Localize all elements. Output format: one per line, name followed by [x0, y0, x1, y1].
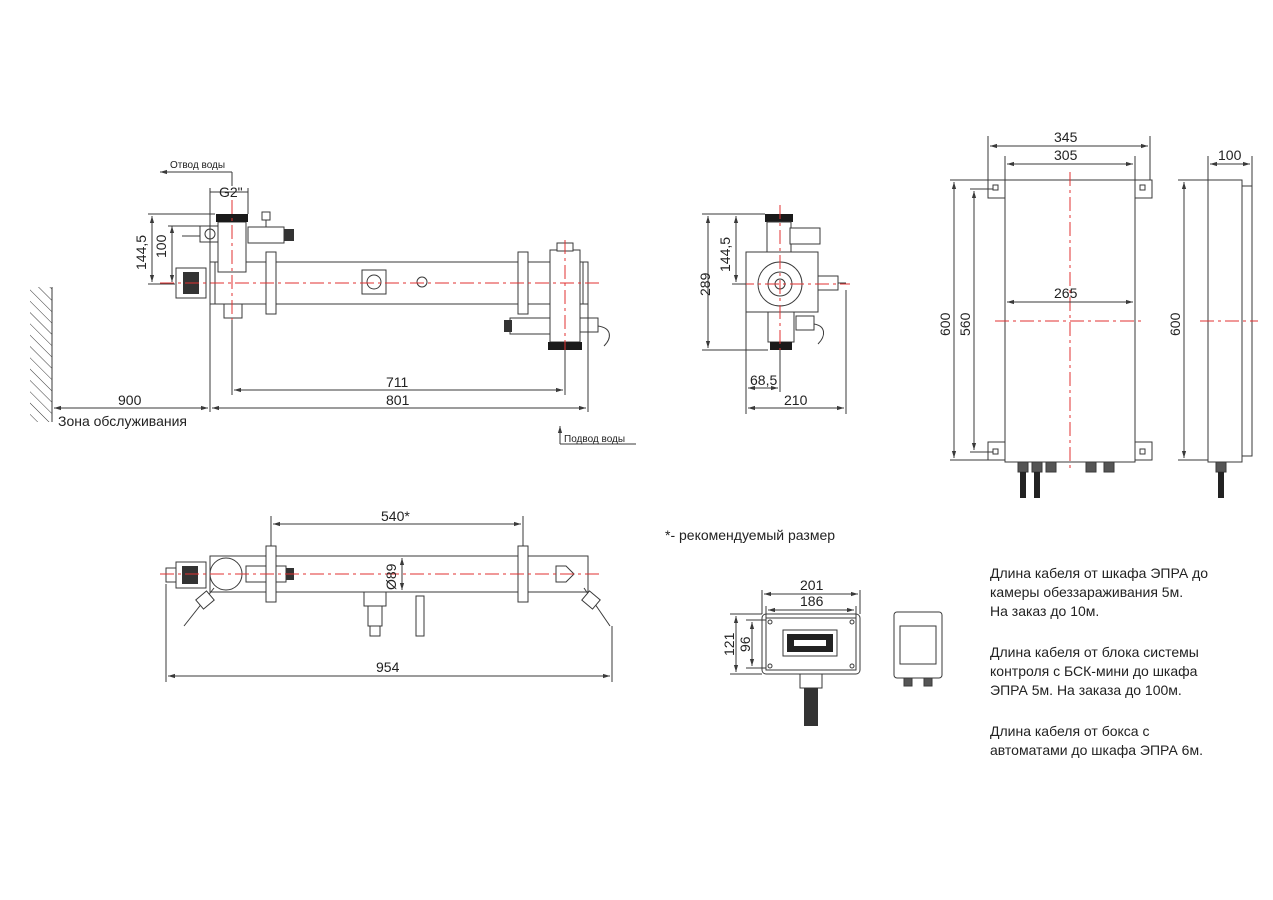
dim-121: 121 — [721, 632, 737, 656]
front-view — [30, 169, 636, 445]
dim-801: 801 — [386, 392, 410, 408]
note-cable-control: Длина кабеля от блока системы контроля с… — [990, 644, 1199, 698]
dim-210: 210 — [784, 392, 808, 408]
top-view — [160, 516, 613, 682]
dim-144-5-side: 144,5 — [717, 237, 733, 272]
note-cable-chamber: Длина кабеля от шкафа ЭПРА до камеры обе… — [990, 565, 1209, 619]
dim-540: 540* — [381, 508, 410, 524]
label-recommended-size: *- рекомендуемый размер — [665, 527, 835, 543]
dim-96: 96 — [737, 636, 753, 652]
control-box — [730, 590, 861, 726]
label-drain-outlet: Отвод воды — [170, 160, 225, 171]
label-supply-inlet: Подвод воды — [564, 434, 625, 445]
dim-560: 560 — [957, 312, 973, 336]
dim-305: 305 — [1054, 147, 1078, 163]
dim-711: 711 — [386, 374, 409, 390]
dim-900: 900 — [118, 392, 142, 408]
label-thread: G2" — [219, 184, 243, 200]
note-cable-breakers: Длина кабеля от бокса с автоматами до шк… — [990, 723, 1203, 758]
cabinet-front — [950, 136, 1153, 498]
dim-100-front: 100 — [153, 234, 169, 258]
dim-954: 954 — [376, 659, 400, 675]
dim-289: 289 — [697, 272, 713, 296]
dim-68-5: 68,5 — [750, 372, 777, 388]
dim-600-front: 600 — [937, 312, 953, 336]
dim-144-5-front: 144,5 — [133, 235, 149, 270]
dim-201: 201 — [800, 577, 824, 593]
label-service-zone: Зона обслуживания — [58, 413, 187, 429]
cabinet-glands — [1017, 461, 1115, 498]
breaker-box — [893, 611, 943, 687]
cabinet-side — [1178, 156, 1258, 498]
dim-265: 265 — [1054, 285, 1078, 301]
dim-186: 186 — [800, 593, 824, 609]
dim-600-side: 600 — [1167, 312, 1183, 336]
dim-100-cabinet: 100 — [1218, 147, 1242, 163]
wall-hatch — [30, 287, 52, 422]
dim-345: 345 — [1054, 129, 1078, 145]
side-view — [702, 205, 850, 414]
dim-diameter-89: Ø89 — [383, 563, 399, 590]
